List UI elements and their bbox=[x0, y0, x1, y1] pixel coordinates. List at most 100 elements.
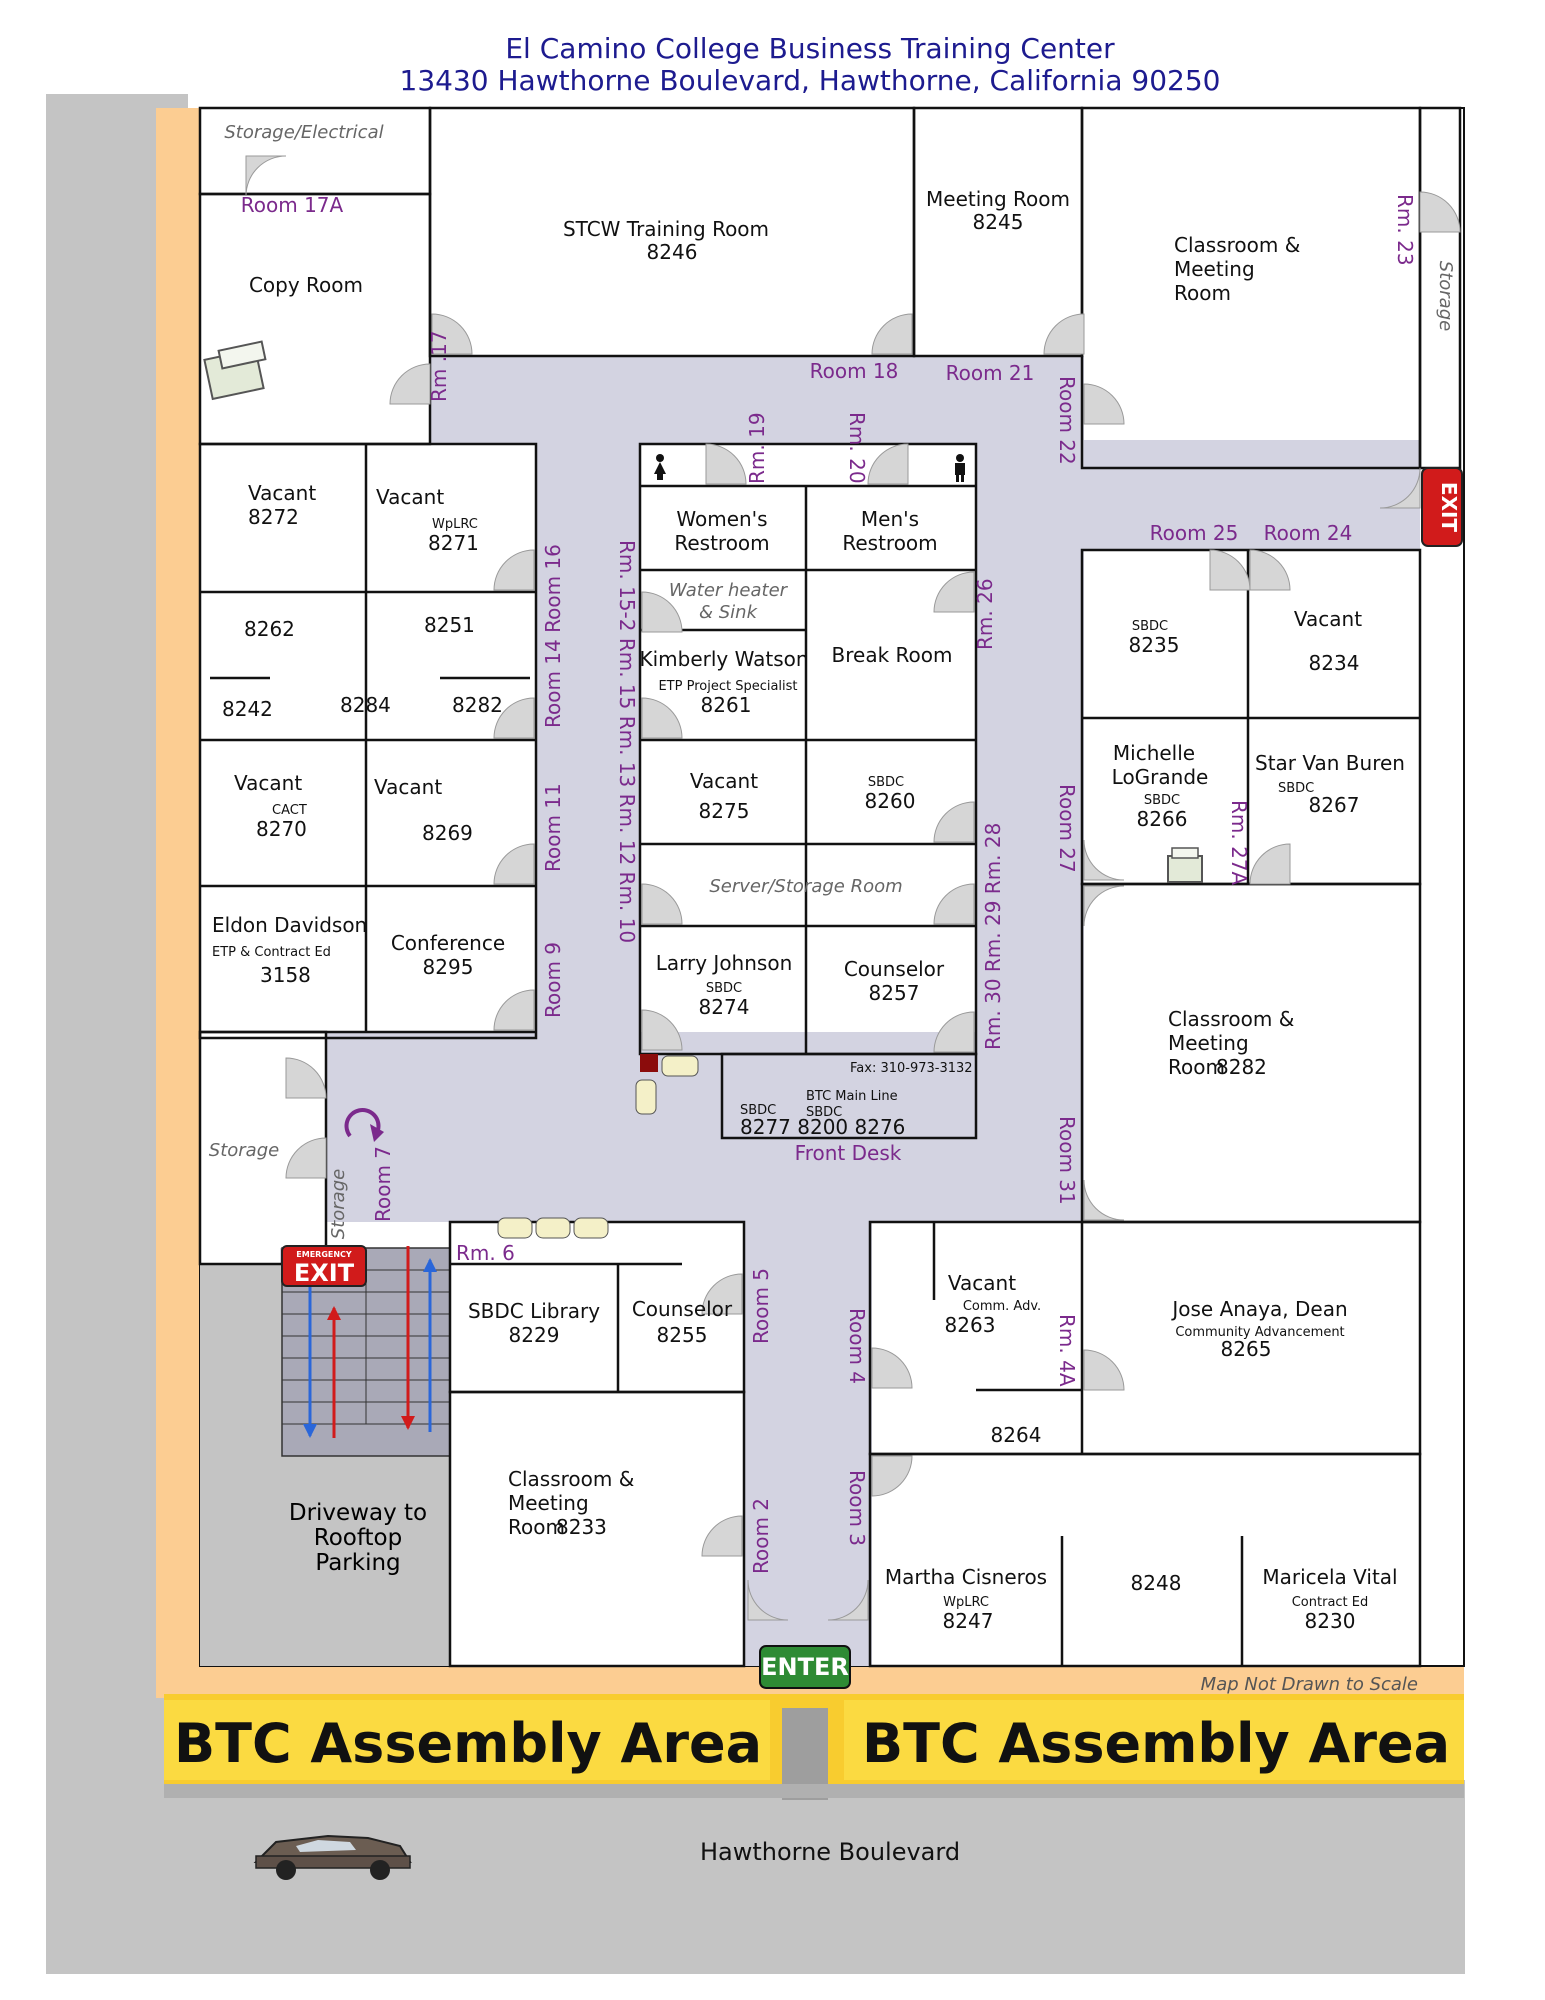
rooms-martha-ext-label: 8247 bbox=[943, 1609, 994, 1633]
exit-sign-east: EXIT bbox=[1421, 467, 1463, 547]
room-numbers-r11-label: Room 11 bbox=[541, 783, 565, 872]
rooms-water-2-label: & Sink bbox=[699, 602, 759, 623]
rooms-r8251-label: 8251 bbox=[424, 613, 475, 637]
rooms-water-1-label: Water heater bbox=[669, 580, 789, 601]
rooms-jose-ext-label: 8265 bbox=[1221, 1337, 1272, 1361]
rooms-r8284-label: 8284 bbox=[340, 693, 391, 717]
room-numbers-r2-label: Room 2 bbox=[749, 1498, 773, 1574]
rooms-star-sub-label: SBDC bbox=[1278, 781, 1314, 796]
room-numbers-r17-label: Rm .17 bbox=[427, 330, 451, 402]
rooms-fax-label: Fax: 310-973-3132 bbox=[850, 1061, 973, 1076]
rooms-vacant-8263-a-label: Vacant bbox=[948, 1271, 1016, 1295]
rooms-mens-1-label: Men's bbox=[861, 507, 919, 531]
room-numbers-r17a-label: Room 17A bbox=[241, 193, 344, 217]
street-label: Hawthorne Boulevard bbox=[700, 1838, 960, 1866]
rooms-classroom-e-3-label: Room bbox=[1168, 1055, 1225, 1079]
rooms-counselor-8255-a-label: Counselor bbox=[632, 1297, 733, 1321]
header-title: El Camino College Business Training Cent… bbox=[505, 32, 1115, 65]
rooms-jose-sub-label: Community Advancement bbox=[1175, 1325, 1344, 1340]
room-numbers-r7-label: Room 7 bbox=[371, 1146, 395, 1222]
rooms-martha-name-label: Martha Cisneros bbox=[885, 1565, 1047, 1589]
rooms-larry-ext-label: 8274 bbox=[699, 995, 750, 1019]
rooms-vacant-8271-a-label: Vacant bbox=[376, 485, 444, 509]
classroom-ne-1: Classroom & bbox=[1174, 233, 1300, 257]
rooms-fd-sbdc2-label: SBDC bbox=[806, 1105, 842, 1120]
rooms-vacant-8269-a-label: Vacant bbox=[374, 775, 442, 799]
rooms-womens-1-label: Women's bbox=[676, 507, 767, 531]
room-walls bbox=[198, 106, 1462, 1668]
rooms-kim-ext-label: 8261 bbox=[701, 693, 752, 717]
rooms-mens-2-label: Restroom bbox=[842, 531, 937, 555]
rooms-martha-sub-label: WpLRC bbox=[943, 1595, 989, 1610]
rooms-eldon-ext-label: 3158 bbox=[260, 963, 311, 987]
rooms-fd-exts-label: 8277 8200 8276 bbox=[740, 1115, 905, 1139]
room-numbers-r18-label: Room 18 bbox=[810, 359, 899, 383]
rooms-michelle-ext-label: 8266 bbox=[1137, 807, 1188, 831]
front-desk-label: Front Desk bbox=[795, 1141, 902, 1165]
reception-chairs-icon bbox=[635, 1054, 699, 1115]
rooms-vacant-8270-b-label: 8270 bbox=[256, 817, 307, 841]
stcw-ext: 8246 bbox=[647, 240, 698, 264]
rooms-michelle-1-label: Michelle bbox=[1113, 741, 1195, 765]
assembly-area-left: BTC Assembly Area bbox=[174, 1712, 762, 1775]
printer-icon bbox=[1167, 847, 1203, 883]
rooms-fd-sbdc1-label: SBDC bbox=[740, 1103, 776, 1118]
rooms-classroom-e-1-label: Classroom & bbox=[1168, 1007, 1294, 1031]
rooms-storage-small-label: Storage bbox=[328, 1169, 349, 1239]
rooms-vacant-8272-a-label: Vacant bbox=[248, 481, 316, 505]
rooms-vacant-8263-b-label: 8263 bbox=[945, 1313, 996, 1337]
room-numbers-r28-label: Rm. 30 Rm. 29 Rm. 28 bbox=[981, 823, 1005, 1050]
rooms-vacant-8275-a-label: Vacant bbox=[690, 769, 758, 793]
rooms-break-room-label: Break Room bbox=[832, 643, 953, 667]
rooms-maricela-sub-label: Contract Ed bbox=[1292, 1595, 1369, 1610]
meeting-room-label: Meeting Room bbox=[926, 187, 1070, 211]
rooms-sbdc-8235-sub-label: SBDC bbox=[1132, 619, 1168, 634]
room-numbers-r19-label: Rm. 19 bbox=[745, 412, 769, 484]
rooms-vacant-8234-a-label: Vacant bbox=[1294, 607, 1362, 631]
enter-sign: ENTER bbox=[759, 1645, 851, 1689]
hallways bbox=[280, 356, 1420, 1666]
room-labels: Storage/Electrical Copy Room STCW Traini… bbox=[209, 122, 1456, 1633]
mens-restroom-icon bbox=[955, 454, 965, 482]
room-numbers-r6-label: Rm. 6 bbox=[456, 1241, 515, 1265]
rooms-maricela-name-label: Maricela Vital bbox=[1262, 1565, 1397, 1589]
room-numbers-r9-label: Room 9 bbox=[541, 942, 565, 1018]
room-numbers-r22-label: Room 22 bbox=[1055, 376, 1079, 465]
room-numbers-r26-label: Rm. 26 bbox=[973, 578, 997, 650]
rooms-eldon-name-label: Eldon Davidson bbox=[212, 913, 367, 937]
rooms-classroom-s-1-label: Classroom & bbox=[508, 1467, 634, 1491]
driveway-label-1: Driveway to bbox=[289, 1500, 427, 1526]
rooms-counselor-8257-a-label: Counselor bbox=[844, 957, 945, 981]
curb bbox=[164, 1784, 1464, 1798]
signs-exit-label: EXIT bbox=[294, 1259, 355, 1287]
room-numbers-r23-label: Rm. 23 bbox=[1393, 194, 1417, 266]
header-address: 13430 Hawthorne Boulevard, Hawthorne, Ca… bbox=[400, 64, 1221, 97]
rooms-btc-main-label: BTC Main Line bbox=[806, 1089, 898, 1104]
walkway-left bbox=[156, 108, 200, 1698]
room-numbers-r25-label: Room 25 bbox=[1150, 521, 1239, 545]
rooms-classroom-s-ext-label: 8233 bbox=[556, 1515, 607, 1539]
room-numbers-r20-label: Rm. 20 bbox=[845, 412, 869, 484]
street-area bbox=[46, 1780, 1465, 1974]
rooms-classroom-s-2-label: Meeting bbox=[508, 1491, 589, 1515]
signs-emergency-label: EMERGENCY bbox=[296, 1250, 352, 1259]
copier-icon bbox=[203, 340, 267, 401]
signs-exit-label: EXIT bbox=[1437, 482, 1461, 533]
womens-restroom-icon bbox=[654, 454, 666, 480]
rooms-sbdc-lib-name-label: SBDC Library bbox=[468, 1299, 600, 1323]
rooms-r8248-label: 8248 bbox=[1131, 1571, 1182, 1595]
rooms-vacant-8263-sub-label: Comm. Adv. bbox=[963, 1299, 1041, 1314]
room-numbers-r4-label: Room 4 bbox=[845, 1308, 869, 1384]
room-numbers-r4a-label: Rm. 4A bbox=[1055, 1314, 1079, 1387]
room-numbers-r21-label: Room 21 bbox=[946, 361, 1035, 385]
rooms-kim-sub-label: ETP Project Specialist bbox=[658, 679, 797, 694]
rooms-larry-name-label: Larry Johnson bbox=[656, 951, 793, 975]
rooms-vacant-8269-b-label: 8269 bbox=[422, 821, 473, 845]
storage-electrical-label: Storage/Electrical bbox=[224, 122, 383, 143]
rooms-kim-name-label: Kimberly Watson bbox=[639, 647, 808, 671]
rooms-vacant-8275-b-label: 8275 bbox=[699, 799, 750, 823]
rooms-michelle-2-label: LoGrande bbox=[1112, 765, 1209, 789]
rooms-vacant-8272-b-label: 8272 bbox=[248, 505, 299, 529]
room-numbers-r5-label: Room 5 bbox=[749, 1268, 773, 1344]
